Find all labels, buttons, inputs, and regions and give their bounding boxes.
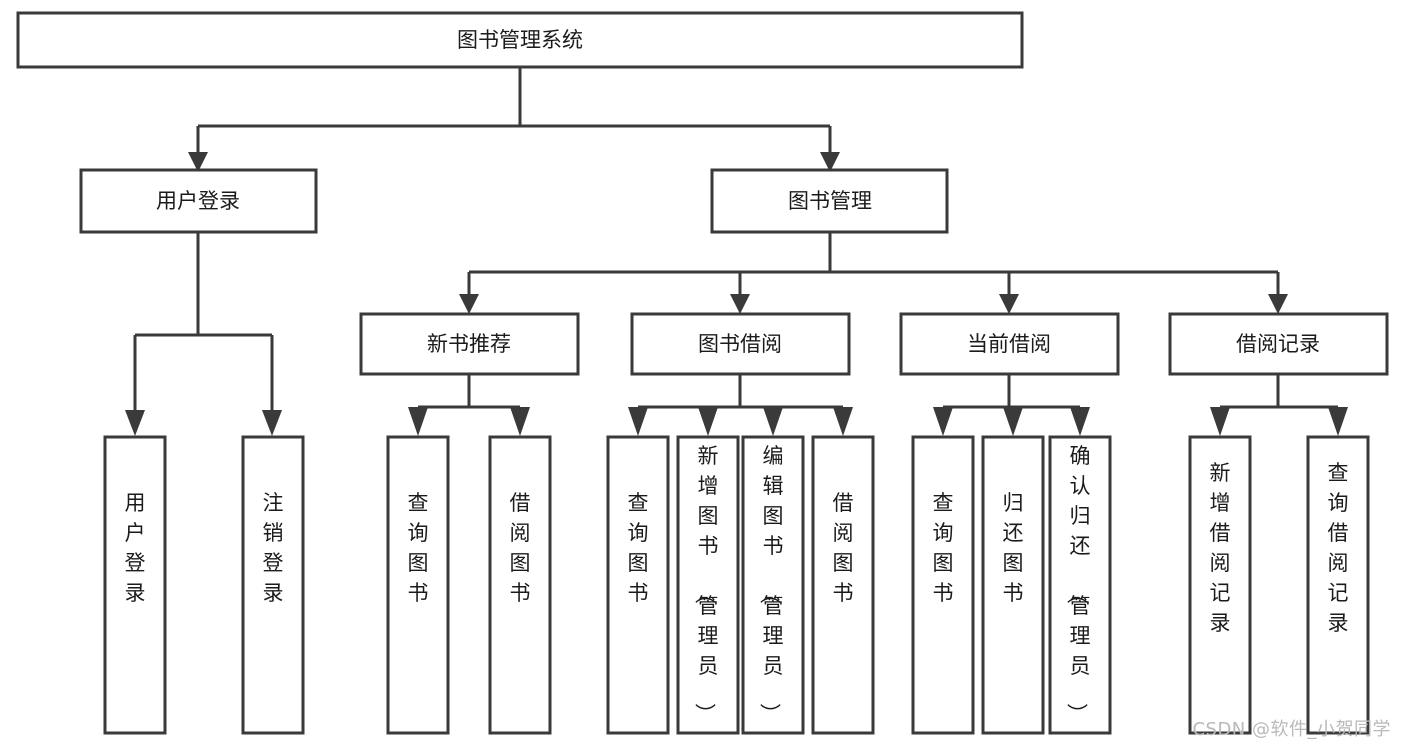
leaf-query-record-box[interactable]: [1306, 435, 1370, 735]
leaf-borrow-book-1-label: 借阅图书: [510, 491, 531, 605]
leaf-user-logout[interactable]: 注销登录: [241, 435, 305, 735]
arrow-head-book-borrow: [730, 294, 750, 314]
node-book-manage-label: 图书管理: [788, 189, 872, 213]
leaf-return-book-label: 归还图书: [1003, 491, 1024, 605]
arrow-head-leaf-user-logout: [262, 410, 282, 436]
leaf-add-record-label: 新增借阅记录: [1210, 461, 1231, 635]
arrow-head-leaf-confirm-return: [1070, 407, 1090, 436]
arrow-head-current-borrow: [999, 294, 1019, 314]
leaf-confirm-return[interactable]: 确认归还（管理员）: [1048, 435, 1112, 735]
connector-layer: [125, 67, 1348, 436]
node-book-manage[interactable]: 图书管理: [710, 168, 949, 234]
leaf-query-book-3[interactable]: 查询图书: [911, 435, 975, 735]
leaf-add-book-label: 新增图书（管理员）: [693, 444, 719, 724]
leaf-add-record-box[interactable]: [1188, 435, 1252, 735]
arrow-head-leaf-query-book-3: [933, 407, 953, 436]
leaf-add-book-box[interactable]: [676, 435, 740, 735]
leaf-borrow-book-2[interactable]: 借阅图书: [811, 435, 875, 735]
leaf-query-book-1-label: 查询图书: [408, 491, 429, 605]
node-root[interactable]: 图书管理系统: [16, 11, 1024, 69]
node-user-login[interactable]: 用户登录: [79, 168, 318, 234]
arrow-head-leaf-return-book: [1003, 407, 1023, 436]
leaf-borrow-book-1[interactable]: 借阅图书: [488, 435, 552, 735]
leaf-return-book[interactable]: 归还图书: [981, 435, 1045, 735]
leaf-query-book-3-label: 查询图书: [933, 491, 954, 605]
arrow-head-leaf-add-book: [698, 407, 718, 436]
leaf-borrow-book-1-box[interactable]: [488, 435, 552, 735]
leaf-query-book-3-box[interactable]: [911, 435, 975, 735]
node-book-borrow-box[interactable]: [630, 312, 851, 376]
node-current-borrow-label: 当前借阅: [967, 332, 1051, 356]
leaf-query-book-2-label: 查询图书: [628, 491, 649, 605]
arrow-head-leaf-borrow-book-1: [510, 407, 530, 436]
node-borrow-record-label: 借阅记录: [1236, 332, 1320, 356]
arrow-head-leaf-query-book-2: [628, 407, 648, 436]
node-user-login-label: 用户登录: [156, 189, 240, 213]
arrow-head-leaf-edit-book: [763, 407, 783, 436]
arrow-head-leaf-query-record: [1328, 407, 1348, 436]
node-book-borrow[interactable]: 图书借阅: [630, 312, 851, 376]
leaf-user-login-box[interactable]: [103, 435, 167, 735]
leaf-edit-book[interactable]: 编辑图书（管理员）: [741, 435, 805, 735]
leaf-user-logout-label: 注销登录: [263, 491, 284, 605]
node-current-borrow[interactable]: 当前借阅: [899, 312, 1120, 376]
node-book-borrow-label: 图书借阅: [698, 332, 782, 356]
node-borrow-record-box[interactable]: [1168, 312, 1389, 376]
node-new-book-recommend[interactable]: 新书推荐: [359, 312, 580, 376]
node-new-book-recommend-label: 新书推荐: [427, 332, 511, 356]
arrow-head-new-book-recommend: [459, 294, 479, 314]
arrow-head-borrow-record: [1268, 294, 1288, 314]
leaf-query-book-2-box[interactable]: [606, 435, 670, 735]
node-root-box[interactable]: [16, 11, 1024, 69]
arrow-head-user-login: [188, 152, 208, 172]
node-borrow-record[interactable]: 借阅记录: [1168, 312, 1389, 376]
arrow-head-leaf-user-login: [125, 410, 145, 436]
leaf-query-book-2[interactable]: 查询图书: [606, 435, 670, 735]
leaf-query-record[interactable]: 查询借阅记录: [1306, 435, 1370, 735]
leaf-user-login[interactable]: 用户登录: [103, 435, 167, 735]
arrow-head-book-manage: [820, 152, 840, 172]
node-book-manage-box[interactable]: [710, 168, 949, 234]
leaf-edit-book-box[interactable]: [741, 435, 805, 735]
leaf-confirm-return-label: 确认归还（管理员）: [1065, 444, 1091, 724]
leaf-confirm-return-box[interactable]: [1048, 435, 1112, 735]
leaf-query-record-label: 查询借阅记录: [1328, 461, 1349, 635]
arrow-head-leaf-query-book-1: [408, 407, 428, 436]
node-new-book-recommend-box[interactable]: [359, 312, 580, 376]
leaf-borrow-book-2-label: 借阅图书: [833, 491, 854, 605]
node-current-borrow-box[interactable]: [899, 312, 1120, 376]
leaf-add-record[interactable]: 新增借阅记录: [1188, 435, 1252, 735]
node-root-label: 图书管理系统: [457, 28, 583, 52]
arrow-head-leaf-add-record: [1210, 407, 1230, 436]
leaf-add-book[interactable]: 新增图书（管理员）: [676, 435, 740, 735]
leaf-query-book-1-box[interactable]: [386, 435, 450, 735]
leaf-return-book-box[interactable]: [981, 435, 1045, 735]
leaf-edit-book-label: 编辑图书（管理员）: [758, 444, 784, 724]
leaf-borrow-book-2-box[interactable]: [811, 435, 875, 735]
leaf-user-login-label: 用户登录: [125, 491, 146, 605]
node-user-login-box[interactable]: [79, 168, 318, 234]
leaf-query-book-1[interactable]: 查询图书: [386, 435, 450, 735]
arrow-head-leaf-borrow-book-2: [833, 407, 853, 436]
leaf-user-logout-box[interactable]: [241, 435, 305, 735]
